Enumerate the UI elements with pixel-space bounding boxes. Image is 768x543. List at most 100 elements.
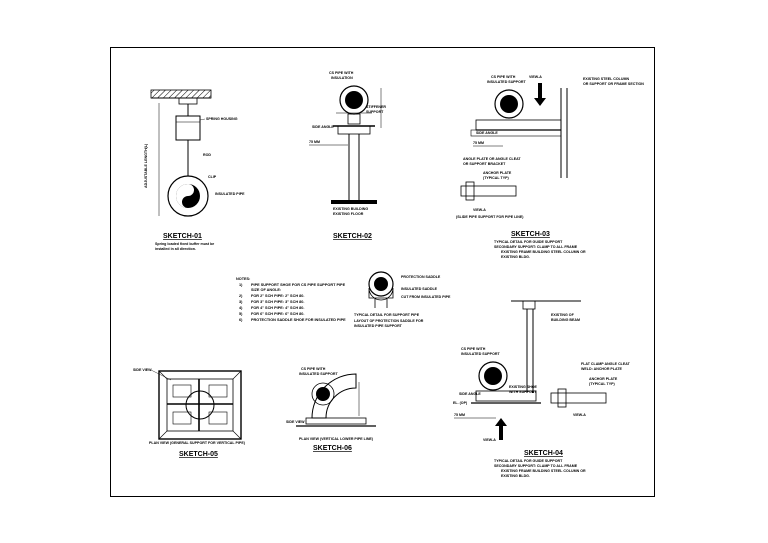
note-item: SIZE OF ANGLE:: [251, 288, 281, 292]
note-num: 4): [239, 306, 243, 310]
note-num: 1): [239, 283, 243, 287]
label-side-angle: SIDE ANGLE: [312, 125, 334, 129]
saddle-caption-1: TYPICAL DETAIL FOR SUPPORT PIPE: [354, 313, 420, 317]
label-support: SUPPORT: [366, 110, 384, 114]
dim-75-03: 75 MM: [473, 141, 484, 145]
note-num: 6): [239, 318, 243, 322]
label-cs-pipe-06: CS PIPE WITH: [301, 367, 326, 371]
pipe-circle-04: [478, 361, 508, 391]
label-plate-2: OR SUPPORT BRACKET: [463, 162, 506, 166]
sketch-04: EXISTING OF BUILDING BEAM CS PIPE WITH I…: [453, 300, 631, 478]
label-existing2-03: OR SUPPORT OR FRAME SECTION: [583, 82, 644, 86]
label-spring-housing: SPRING HOUSING: [206, 117, 238, 121]
saddle-label-1: PROTECTION SADDLE: [401, 275, 441, 279]
label-existing2-04: WITH SUPPORT: [509, 390, 537, 394]
sketch-01: ADJUSTABLE LENGTH(L) SPRING HOUSING ROD …: [144, 89, 245, 251]
spring-housing: [175, 115, 201, 141]
label-stiffener: STIFFENER: [366, 105, 386, 109]
note-item: FOR 6" SCH PIPE: 6" SCH 80.: [251, 312, 304, 316]
arrow-up-icon: [495, 418, 507, 440]
label-clamp-1: FLAT CLAMP ANGLE CLEAT: [581, 362, 631, 366]
note-item: FOR 4" SCH PIPE: 4" SCH 80.: [251, 306, 304, 310]
caption-06: PLAN VIEW (VERTICAL LOWER PIPE LINE): [299, 437, 374, 441]
label-cs-pipe: CS PIPE WITH: [329, 71, 354, 75]
notes-block: NOTES: 1) PIPE SUPPORT SHOE FOR CS PIPE …: [236, 271, 451, 328]
label-plate-1: ANGLE PLATE OR ANGLE CLEAT: [463, 157, 521, 161]
top-bracket: [178, 97, 198, 105]
label-view-03: VIEW-A: [529, 75, 542, 79]
label-cs-pipe-03: CS PIPE WITH: [491, 75, 516, 79]
label-insulation-03: INSULATED SUPPORT: [487, 80, 526, 84]
sketch-01-title: SKETCH-01: [163, 233, 202, 240]
sketch-02: CS PIPE WITH INSULATION STIFFENER SUPPOR…: [309, 71, 386, 240]
pipe-circle-06: [316, 387, 330, 401]
sketch-03-note-2c: EXISTING BLDG.: [501, 255, 530, 259]
label-base-2: EXISTING FLOOR: [333, 212, 364, 216]
note-num: 3): [239, 300, 243, 304]
label-clip: CLIP: [208, 175, 217, 179]
saddle-label-2: INSULATED SADDLE: [401, 287, 438, 291]
drawing-sheet: ADJUSTABLE LENGTH(L) SPRING HOUSING ROD …: [110, 47, 655, 497]
label-insulated-pipe: INSULATED PIPE: [215, 192, 245, 196]
label-side-05: SIDE VIEW: [133, 368, 152, 372]
sketch-03-note-1: TYPICAL DETAIL FOR GUIDE SUPPORT: [494, 240, 563, 244]
caption2-03: (SLIDE PIPE SUPPORT FOR PIPE LINE): [456, 215, 524, 219]
sketch-05-title: SKETCH-05: [179, 451, 218, 458]
dim-length: ADJUSTABLE LENGTH(L): [144, 143, 148, 188]
label-beam2: BUILDING BEAM: [551, 318, 580, 322]
label-cs-pipe-04: CS PIPE WITH: [461, 347, 486, 351]
sketch-03-note-2a: SECONDARY SUPPORT: CLAMP TO ALL FRAME: [494, 245, 578, 249]
base-plate: [331, 200, 377, 204]
sketch-06: CS PIPE WITH INSULATED SUPPORT SIDE VIEW…: [286, 367, 376, 452]
label-view-04b: VIEW-A: [573, 413, 586, 417]
sketch-03-note-2b: EXISTING FRAME BUILDING STEEL COLUMN OR: [501, 250, 586, 254]
label-insulation-06: INSULATED SUPPORT: [299, 372, 338, 376]
notes-heading: NOTES:: [236, 277, 250, 281]
sketch-04-note-2c: EXISTING BLDG.: [501, 474, 530, 478]
label-insulation-04: INSULATED SUPPORT: [461, 352, 500, 356]
sketch-04-note-1: TYPICAL DETAIL FOR GUIDE SUPPORT: [494, 459, 563, 463]
ceiling-hatch: [150, 89, 212, 99]
saddle-caption-2: LAYOUT OF PROTECTION SADDLE FOR: [354, 319, 424, 323]
anchor-plate-04: [550, 392, 607, 404]
sketch-03-title: SKETCH-03: [511, 231, 550, 238]
label-anchor-03: ANCHOR PLATE: [483, 171, 512, 175]
dim-75mm: 75 MM: [309, 140, 320, 144]
note-item: PROTECTION SADDLE SHOE FOR INSULATED PIP…: [251, 318, 346, 322]
saddle-caption-3: INSULATED PIPE SUPPORT: [354, 324, 403, 328]
label-clamp-2: WELD: ANCHOR PLATE: [581, 367, 623, 371]
label-view-04: VIEW-A: [483, 438, 496, 442]
outer-frame: [158, 370, 242, 440]
note-num: 2): [239, 294, 243, 298]
label-rod: ROD: [203, 153, 211, 157]
saddle-pipe: [368, 271, 394, 297]
sketch-04-title: SKETCH-04: [524, 450, 563, 457]
label-anchor2-03: (TYPICAL TYP): [483, 176, 509, 180]
note-item: FOR 3" SCH PIPE: 3" SCH 80.: [251, 300, 304, 304]
sketch-02-title: SKETCH-02: [333, 233, 372, 240]
label-beam: EXISTING OF: [551, 313, 575, 317]
label-existing-03: EXISTING STEEL COLUMN: [583, 77, 629, 81]
label-side-04: SIDE ANGLE: [459, 392, 481, 396]
label-side-03: SIDE ANGLE: [476, 131, 498, 135]
caption-05: PLAN VIEW (GENERAL SUPPORT FOR VERTICAL …: [149, 441, 246, 445]
dim-75-04: 75 MM: [454, 413, 465, 417]
caption-03: VIEW-A: [473, 208, 486, 212]
sketch-05: SIDE VIEW PLAN VIEW (GENERAL SUPPORT FOR…: [133, 368, 246, 458]
note-item: FOR 2" SCH PIPE: 2" SCH 80.: [251, 294, 304, 298]
label-insulation: INSULATION: [331, 76, 353, 80]
label-el-04: EL. (OP): [453, 401, 468, 405]
drawing-canvas: ADJUSTABLE LENGTH(L) SPRING HOUSING ROD …: [133, 71, 644, 478]
label-anchor-04: ANCHOR PLATE: [589, 377, 618, 381]
note-num: 5): [239, 312, 243, 316]
sketch-01-note-2: installed in all direction.: [155, 247, 196, 251]
label-anchor2-04: (TYPICAL TYP): [589, 382, 615, 386]
sketch-04-note-2a: SECONDARY SUPPORT: CLAMP TO ALL FRAME: [494, 464, 578, 468]
sketch-03: CS PIPE WITH INSULATED SUPPORT VIEW-A EX…: [456, 75, 644, 259]
anchor-plate-03: [460, 185, 517, 197]
label-side-06: SIDE VIEW: [286, 420, 305, 424]
sketch-06-title: SKETCH-06: [313, 445, 352, 452]
pipe-circle-03: [494, 89, 524, 119]
saddle-label-3: CUT FROM INSULATED PIPE: [401, 295, 451, 299]
label-existing-04: EXISTING SHOE: [509, 385, 538, 389]
